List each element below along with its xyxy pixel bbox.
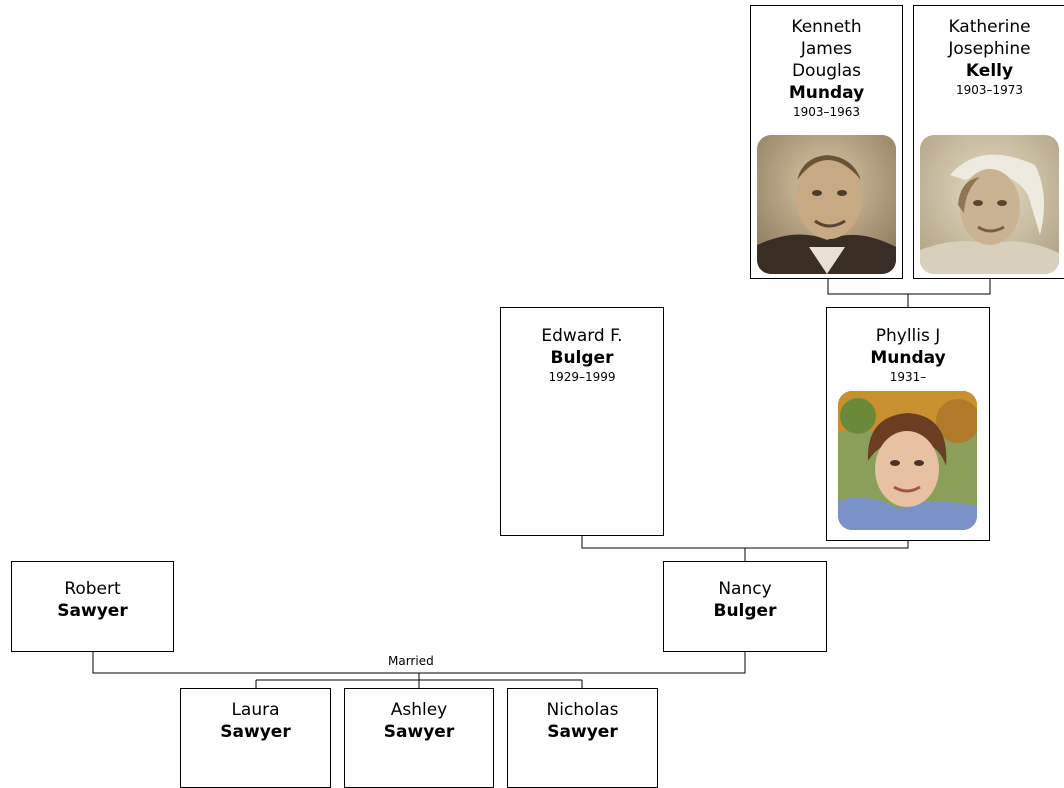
person-card-kenneth-munday[interactable]: Kenneth James Douglas Munday 1903–1963: [750, 5, 903, 279]
life-dates: 1903–1963: [792, 105, 861, 119]
given-name: Ashley: [390, 700, 448, 720]
portrait-man-sepia-icon: [757, 135, 896, 274]
surname: Bulger: [713, 601, 777, 621]
life-dates: 1903–1973: [955, 83, 1024, 97]
portrait-photo[interactable]: [757, 135, 896, 274]
given-name: Phyllis J: [875, 326, 941, 346]
surname: Sawyer: [383, 722, 455, 742]
person-card-katherine-kelly[interactable]: Katherine Josephine Kelly 1903–1973: [913, 5, 1064, 279]
person-card-edward-bulger[interactable]: Edward F. Bulger 1929–1999: [500, 307, 664, 536]
life-dates: 1931–: [889, 370, 927, 384]
person-card-phyllis-munday[interactable]: Phyllis J Munday 1931–: [826, 307, 990, 541]
surname: Sawyer: [220, 722, 291, 742]
given-name: Laura: [231, 700, 280, 720]
given-name: Nicholas: [546, 700, 619, 720]
person-card-nancy-bulger[interactable]: Nancy Bulger: [663, 561, 827, 652]
surname: Sawyer: [57, 601, 128, 621]
married-label: Married: [386, 654, 436, 668]
portrait-woman-color-icon: [838, 391, 977, 530]
tree-connectors: [92, 278, 991, 688]
person-card-robert-sawyer[interactable]: Robert Sawyer: [11, 561, 174, 652]
life-dates: 1929–1999: [548, 370, 616, 384]
portrait-photo[interactable]: [920, 135, 1059, 274]
person-card-laura-sawyer[interactable]: Laura Sawyer: [180, 688, 331, 788]
surname: Kelly: [965, 61, 1014, 81]
given-name: Katherine Josephine: [948, 17, 1031, 59]
surname: Sawyer: [547, 722, 618, 742]
surname: Munday: [788, 83, 865, 103]
portrait-photo[interactable]: [838, 391, 977, 530]
surname: Bulger: [550, 348, 614, 368]
person-card-nicholas-sawyer[interactable]: Nicholas Sawyer: [507, 688, 658, 788]
given-name: Robert: [64, 579, 121, 599]
portrait-woman-sepia-icon: [920, 135, 1059, 274]
given-name: Edward F.: [541, 326, 623, 346]
surname: Munday: [870, 348, 946, 368]
given-name: Kenneth James Douglas: [791, 17, 862, 81]
person-card-ashley-sawyer[interactable]: Ashley Sawyer: [344, 688, 494, 788]
parents-connector-munday-kelly: [827, 278, 991, 295]
given-name: Nancy: [718, 579, 772, 599]
